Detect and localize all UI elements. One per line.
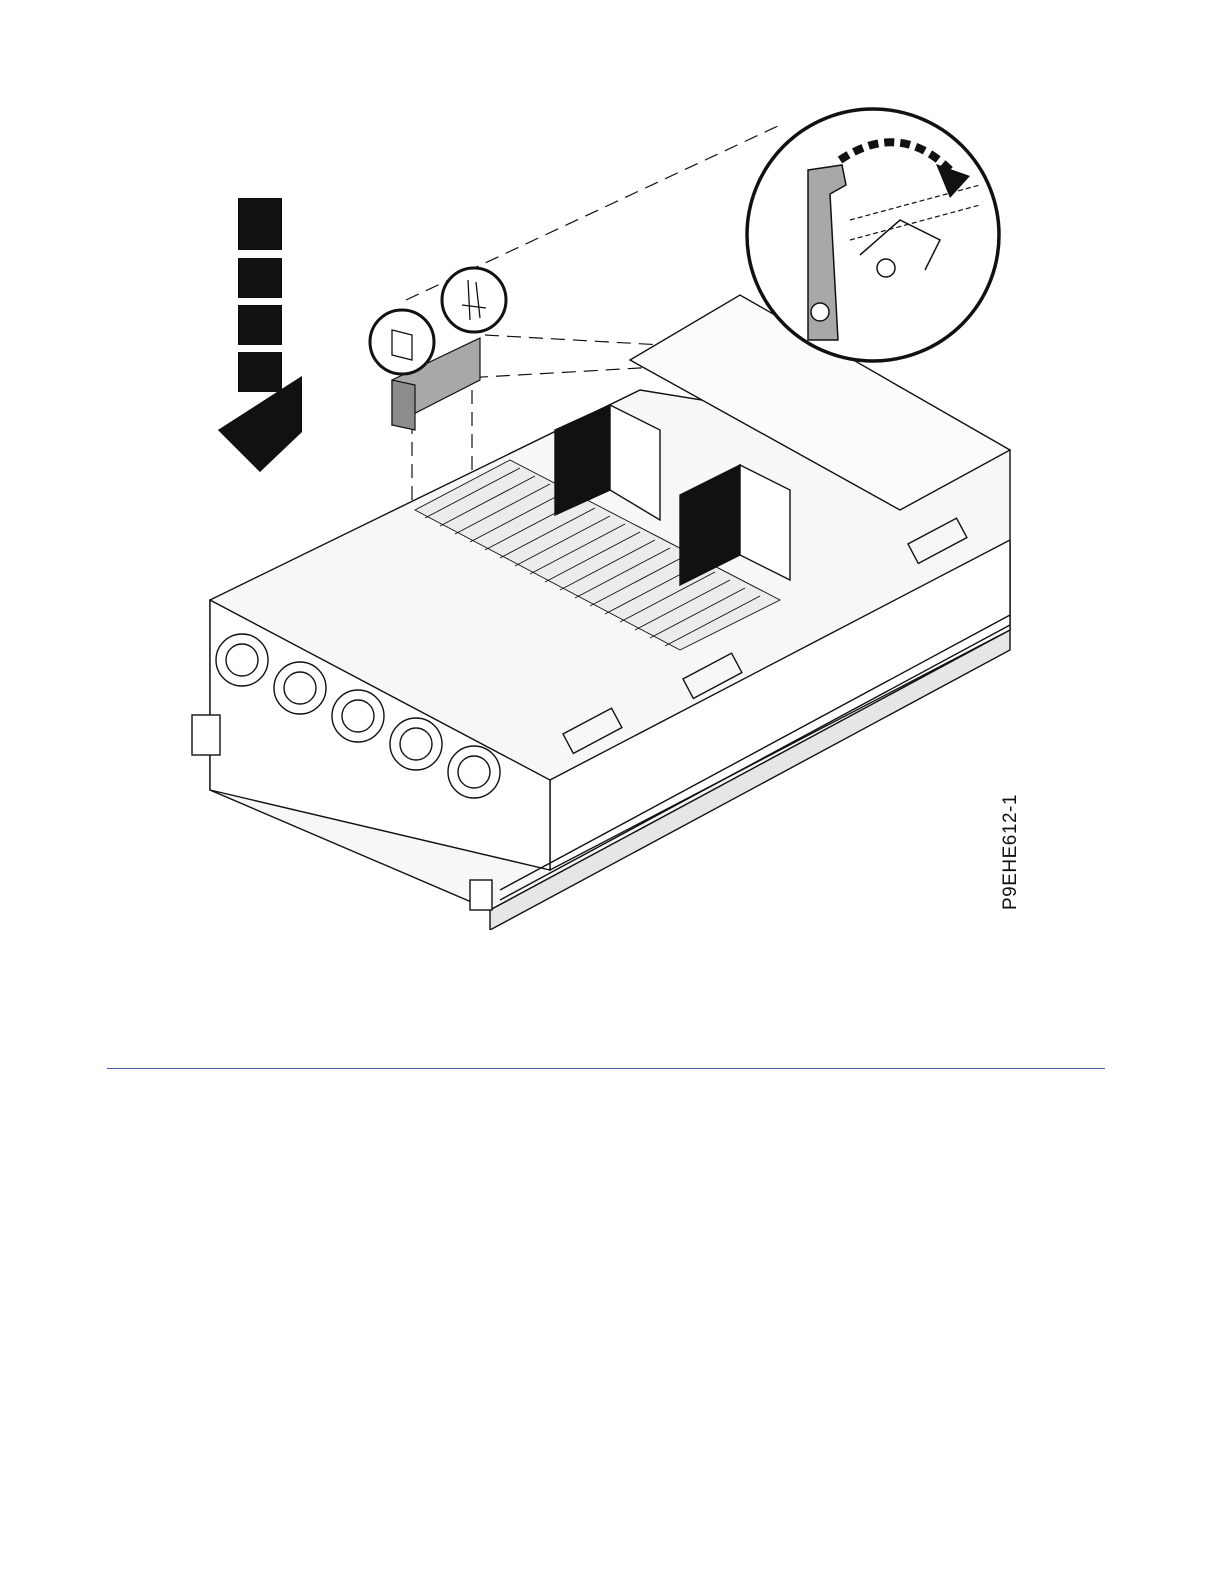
section-divider (107, 1068, 1105, 1069)
installation-illustration (180, 90, 1060, 930)
down-arrow-icon (218, 198, 302, 472)
server-chassis (180, 90, 1060, 930)
zoom-callout (747, 109, 999, 361)
figure-id-label: P9EHE612-1 (1000, 794, 1022, 910)
